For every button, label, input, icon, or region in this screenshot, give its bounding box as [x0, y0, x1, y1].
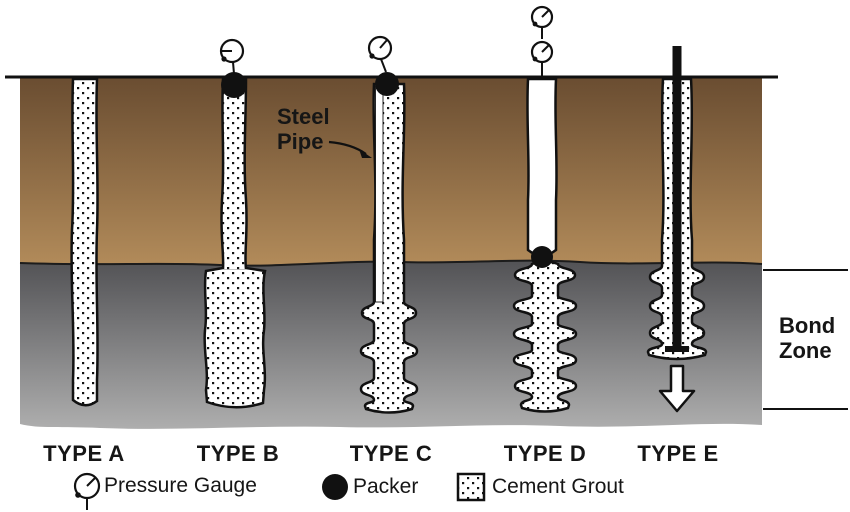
- grout-column: [512, 260, 578, 413]
- steel-bar: [672, 46, 682, 349]
- type-c-label: TYPE C: [349, 441, 433, 466]
- grout-column: [359, 82, 419, 414]
- type-d-label: TYPE D: [503, 441, 587, 466]
- packer-icon: [322, 474, 348, 500]
- pressure-gauge-icon: [530, 5, 554, 39]
- legend-packer-label: Packer: [353, 475, 419, 498]
- steel-pipe-label: Steel Pipe: [277, 104, 330, 154]
- packer-icon: [531, 246, 553, 268]
- pressure-gauge-icon: [367, 35, 393, 73]
- grout-column: [221, 79, 247, 269]
- pressure-grouted-bulb: [203, 266, 267, 409]
- cement-grout-icon: [456, 472, 486, 502]
- bond-zone-label: Bond Zone: [779, 313, 836, 363]
- steel-pipe-callout-arrow: [328, 140, 372, 158]
- anchor-type-a: [70, 77, 99, 407]
- grout-flow-arrow-icon: [658, 364, 696, 413]
- grout-column: [70, 77, 99, 407]
- steel-pipe: [375, 85, 384, 303]
- legend-cement-grout-label: Cement Grout: [492, 475, 624, 498]
- type-a-label: TYPE A: [43, 441, 125, 466]
- steel-bar-foot: [665, 346, 689, 352]
- pressure-gauge-icon: [219, 38, 245, 75]
- anchor-type-d: [512, 5, 578, 413]
- legend-pressure-gauge-label: Pressure Gauge: [104, 474, 257, 497]
- type-b-label: TYPE B: [196, 441, 280, 466]
- pressure-gauge-icon: [530, 40, 554, 76]
- borehole: [526, 77, 558, 257]
- pressure-gauge-icon: [73, 472, 101, 510]
- anchor-type-e: [646, 46, 708, 413]
- type-e-label: TYPE E: [637, 441, 719, 466]
- anchor-type-c: [359, 35, 419, 414]
